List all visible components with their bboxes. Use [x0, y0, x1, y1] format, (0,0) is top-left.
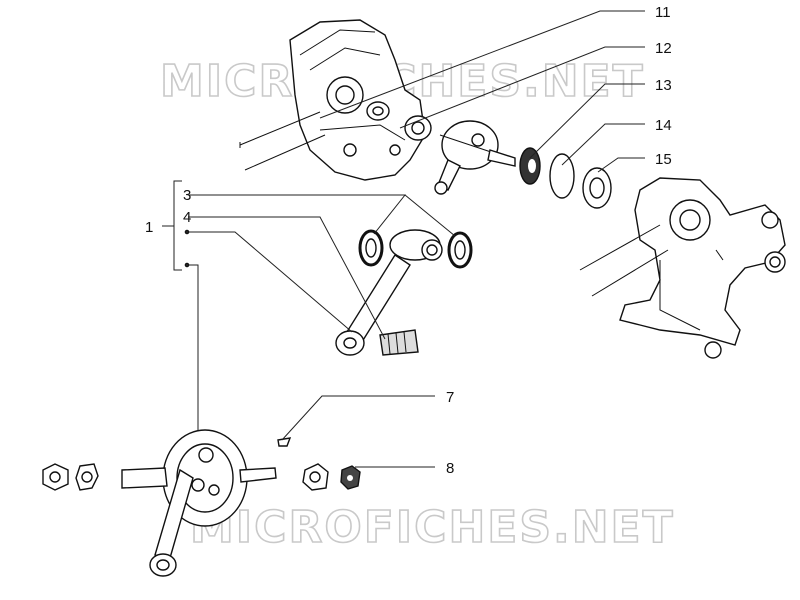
- woodruff-key-part-7: [277, 437, 292, 447]
- callout-7: 7: [446, 389, 454, 406]
- callout-15: 15: [655, 151, 672, 168]
- oil-seal-part-15: [582, 167, 612, 209]
- watermark-bottom: MICROFICHES.NET: [190, 502, 675, 553]
- callout-3: 3: [183, 187, 191, 204]
- dot-marker: [184, 229, 190, 235]
- bearing-part-12: [366, 101, 432, 141]
- washer-part-13: [519, 147, 541, 185]
- nut-and-washer-left: [42, 463, 99, 491]
- connecting-rod-assembly: [335, 229, 473, 356]
- crankcase-left-half: [239, 19, 426, 181]
- dot-marker: [184, 262, 190, 268]
- callout-12: 12: [655, 40, 672, 57]
- callout-13: 13: [655, 77, 672, 94]
- callout-8: 8: [446, 460, 454, 477]
- nut-part-8: [302, 463, 361, 491]
- crankcase-right-half: [579, 177, 786, 359]
- oring-part-14: [549, 153, 575, 199]
- crankshaft-assembly-bottom: [121, 429, 277, 577]
- leader-lines: [162, 10, 645, 468]
- callout-11: 11: [655, 4, 671, 21]
- crankshaft-assembly-top: [434, 120, 516, 195]
- callout-1: 1: [145, 219, 153, 236]
- callout-14: 14: [655, 117, 672, 134]
- callout-4: 4: [183, 209, 191, 226]
